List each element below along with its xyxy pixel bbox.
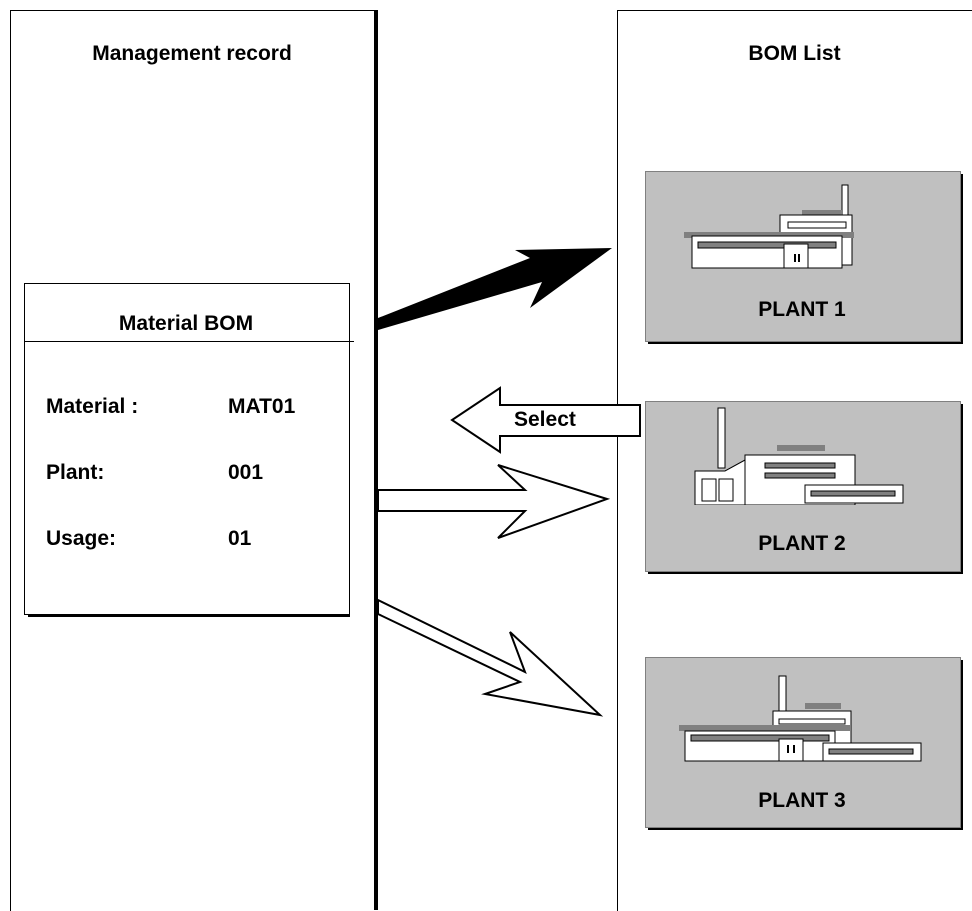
- plant-card-shadow: [960, 174, 963, 344]
- factory-icon: [679, 675, 922, 762]
- select-label: Select: [512, 408, 578, 432]
- field-value-usage: 01: [228, 527, 252, 550]
- field-label-plant: Plant:: [46, 461, 105, 484]
- plant-card-shadow: [648, 571, 963, 574]
- solid-arrow-to-plant-1: [378, 248, 612, 330]
- management-record-panel: [10, 10, 375, 911]
- material-bom-box: [24, 283, 350, 615]
- panel-title-bom-list: BOM List: [748, 42, 841, 65]
- divider: [24, 341, 354, 342]
- plant-card-shadow: [648, 341, 963, 344]
- bom-box-shadow: [28, 613, 350, 617]
- panel-title-management-record: Management record: [92, 42, 292, 65]
- plant-label-1: PLANT 1: [758, 298, 846, 321]
- field-label-material: Material :: [46, 395, 139, 418]
- plant-card-shadow: [960, 660, 963, 830]
- outline-arrow-to-plant-3: [377, 598, 604, 717]
- factory-icon: [694, 407, 904, 505]
- bom-list-panel: [617, 10, 972, 911]
- field-value-material: MAT01: [228, 395, 296, 418]
- field-label-usage: Usage:: [46, 527, 117, 550]
- plant-label-3: PLANT 3: [758, 789, 846, 812]
- material-bom-title: Material BOM: [118, 312, 254, 335]
- outline-arrow-to-plant-2: [377, 464, 611, 539]
- plant-card-shadow: [960, 404, 963, 574]
- panel-divider: [374, 10, 378, 910]
- plant-card-shadow: [648, 827, 963, 830]
- field-value-plant: 001: [228, 461, 264, 484]
- factory-icon: [684, 184, 854, 269]
- plant-label-2: PLANT 2: [758, 532, 846, 555]
